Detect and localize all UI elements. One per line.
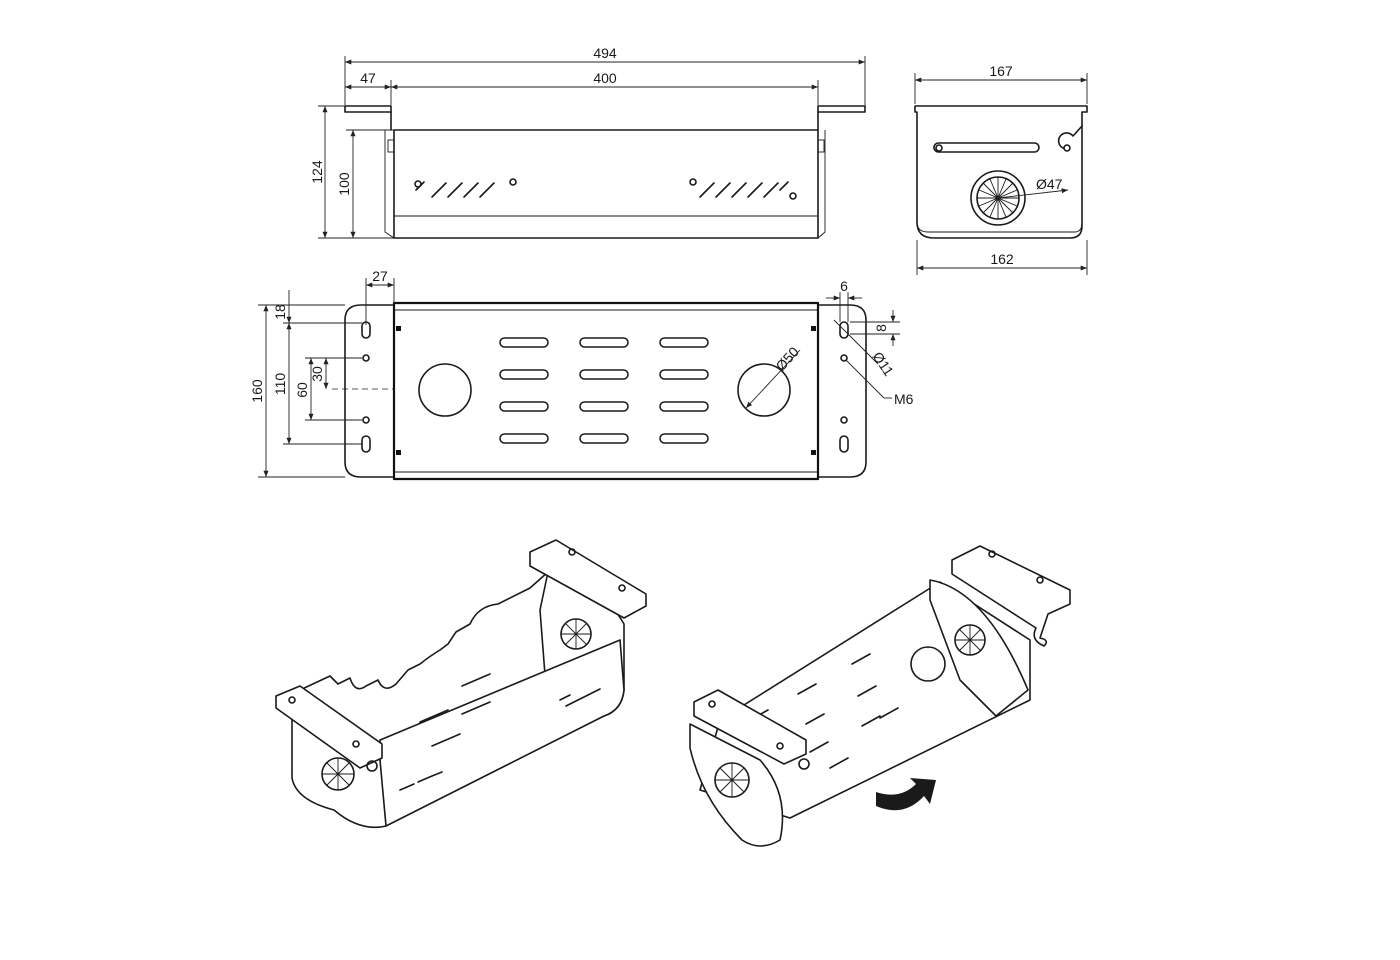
top-left-flange (344, 304, 395, 478)
dim-side-top-width: 167 (989, 63, 1013, 79)
top-cutout-left (418, 363, 472, 417)
dim-overall-depth: 160 (249, 379, 265, 403)
dim-bracket-offset: 47 (360, 70, 376, 86)
iso-bracket-right (529, 539, 647, 619)
top-slot-grid (499, 337, 709, 444)
top-cutout-right (737, 363, 791, 417)
front-vent-slots-left (414, 178, 517, 198)
dim-slot-width: 6 (840, 278, 848, 294)
side-hook (1057, 125, 1083, 149)
dim-hole-diameter: Ø11 (870, 349, 898, 379)
dim-overall-height: 124 (309, 160, 325, 184)
dim-overall-width: 494 (593, 45, 617, 61)
top-mounting-holes (361, 321, 849, 453)
dim-side-bottom-width: 162 (990, 251, 1014, 267)
iso2-end-plate-right (929, 579, 1029, 717)
dim-body-width: 400 (593, 70, 617, 86)
iso2-end-plate-left (689, 723, 784, 847)
top-right-flange (817, 304, 867, 478)
dim-hole-spacing-inner: 60 (294, 382, 310, 398)
dim-thread: M6 (894, 391, 914, 407)
iso-end-plate-left (291, 711, 387, 829)
dim-slot-spacing: 30 (309, 366, 325, 382)
dim-slot-length: 8 (873, 324, 889, 332)
dim-cutout-diameter: Ø50 (772, 343, 802, 374)
isometric-view-open (275, 539, 647, 829)
dim-body-height: 100 (336, 172, 352, 196)
top-body (392, 301, 820, 481)
side-slot (933, 142, 1040, 153)
dim-edge-to-hole: 18 (272, 304, 288, 320)
front-flange (344, 105, 866, 131)
iso2-bracket-left (693, 689, 807, 765)
isometric-view-tilted (689, 545, 1071, 847)
dim-grommet-diameter: Ø47 (1036, 176, 1063, 192)
front-vent-slots-right (689, 178, 797, 200)
rotate-arrow-icon (876, 778, 936, 811)
top-view: Ø50 160 18 110 60 (249, 268, 914, 481)
dim-bracket-hole-offset: 27 (372, 268, 388, 284)
dim-hole-spacing-outer: 110 (272, 373, 288, 396)
side-view: Ø47 167 162 (914, 63, 1088, 275)
front-view: 494 47 400 124 100 (309, 45, 866, 239)
front-body (393, 129, 819, 239)
iso2-bracket-right (951, 545, 1071, 647)
